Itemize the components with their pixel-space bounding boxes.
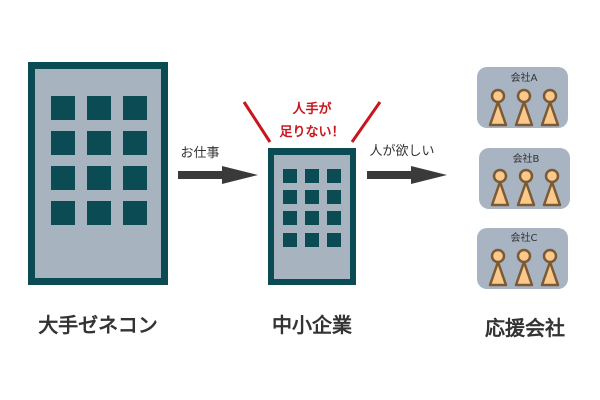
company-name: 会社B (513, 152, 540, 165)
window (87, 201, 111, 225)
window (123, 96, 147, 120)
company-c-card: 会社C (477, 228, 568, 289)
window (51, 96, 75, 120)
window (87, 131, 111, 155)
window (327, 233, 341, 247)
arrow-right-icon (178, 166, 258, 184)
company-b-card: 会社B (479, 148, 570, 209)
window (305, 169, 319, 183)
person-icon (516, 168, 536, 207)
sme-label: 中小企業 (272, 313, 353, 337)
large-building-icon (28, 62, 168, 285)
support-companies-label: 応援会社 (485, 316, 565, 340)
person-icon (514, 88, 534, 127)
shortage-callout-line1: 人手が (292, 101, 331, 117)
alert-line-left (242, 101, 272, 143)
window (283, 211, 297, 225)
window (305, 190, 319, 204)
arrow-right-icon (367, 166, 447, 184)
person-icon (490, 168, 510, 207)
person-icon (542, 168, 562, 207)
window (51, 201, 75, 225)
window (283, 169, 297, 183)
window (123, 131, 147, 155)
person-icon (488, 248, 508, 287)
small-building-icon (268, 148, 356, 285)
window (283, 190, 297, 204)
company-a-card: 会社A (477, 67, 568, 128)
window (51, 131, 75, 155)
company-name: 会社A (511, 71, 538, 84)
company-name: 会社C (511, 231, 538, 244)
window (51, 166, 75, 190)
window (123, 201, 147, 225)
window (283, 233, 297, 247)
window (305, 233, 319, 247)
window (87, 96, 111, 120)
window (327, 190, 341, 204)
alert-line-right (350, 101, 382, 143)
shortage-callout-line2: 足りない！ (279, 125, 344, 140)
want-people-arrow-label: 人が欲しい (369, 143, 434, 159)
window (327, 211, 341, 225)
person-icon (540, 88, 560, 127)
person-icon (540, 248, 560, 287)
work-arrow-label: お仕事 (180, 146, 219, 161)
window (305, 211, 319, 225)
person-icon (488, 88, 508, 127)
window (87, 166, 111, 190)
window (327, 169, 341, 183)
person-icon (514, 248, 534, 287)
general-contractor-label: 大手ゼネコン (38, 313, 158, 337)
window (123, 166, 147, 190)
